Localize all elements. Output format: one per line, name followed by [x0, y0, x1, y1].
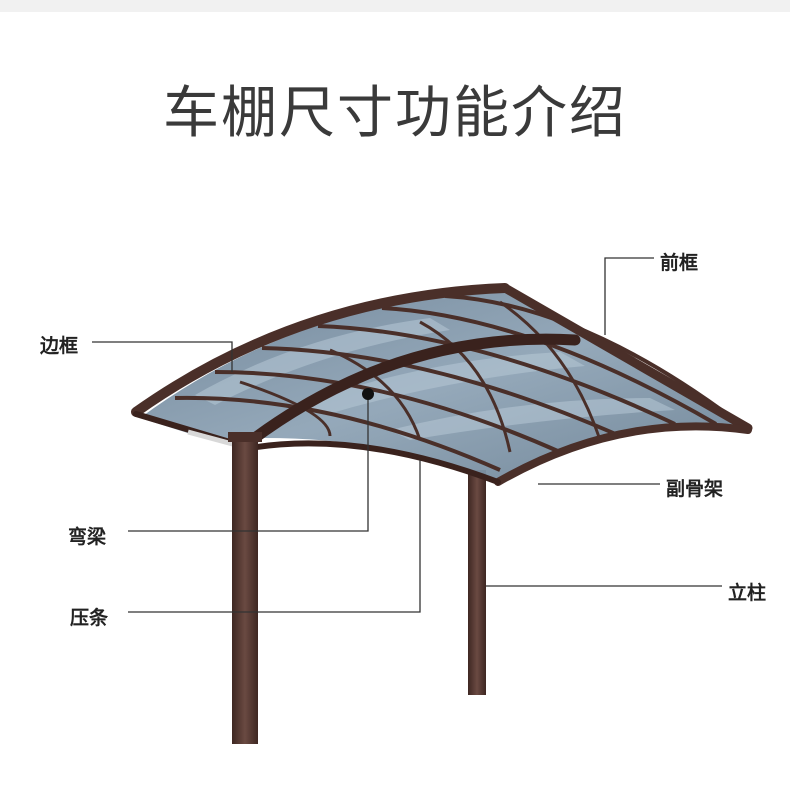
leader-curved-beam: [128, 396, 369, 532]
label-curved-beam: 弯梁: [68, 526, 107, 548]
leader-side-frame: [92, 341, 233, 372]
label-sub-frame: 副骨架: [666, 478, 724, 500]
label-post: 立柱: [728, 582, 767, 604]
cross-bars: [239, 300, 602, 453]
curved-beam: [246, 333, 581, 446]
left-gutter: [133, 411, 501, 485]
top-band: [0, 0, 790, 12]
gutter-pipe: [187, 429, 241, 449]
roof-panels: [140, 292, 745, 482]
panel-highlights: [195, 318, 675, 440]
rear-frame: [494, 422, 752, 486]
left-post: [232, 436, 258, 744]
right-post: [468, 470, 486, 695]
leader-front-frame: [604, 257, 654, 335]
side-frame: [131, 283, 510, 417]
leader-lines: [92, 257, 722, 613]
leader-pressing-strip: [128, 460, 421, 613]
front-frame: [500, 283, 753, 433]
curved-beam-marker-dot: [362, 388, 374, 400]
label-pressing-strip: 压条: [70, 607, 109, 629]
label-front-frame: 前框: [660, 252, 699, 274]
page-title: 车棚尺寸功能介绍: [163, 81, 627, 146]
left-post-cap: [228, 432, 262, 442]
label-side-frame: 边框: [40, 335, 79, 357]
